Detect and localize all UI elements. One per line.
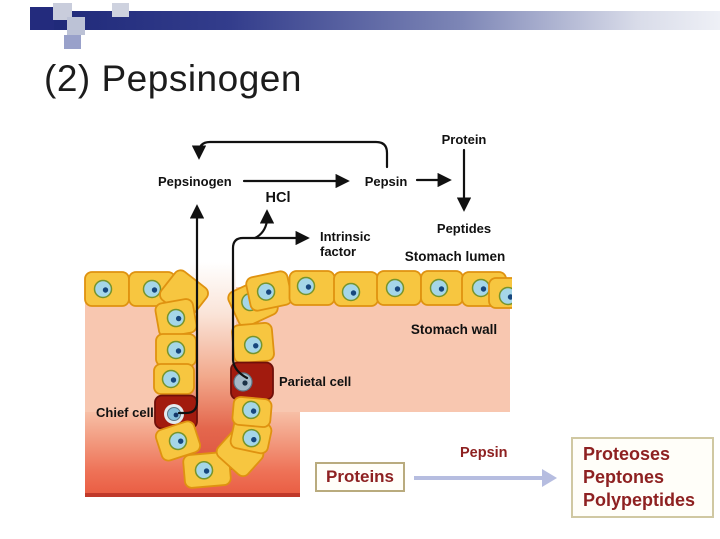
label-stomach-wall: Stomach wall	[411, 322, 497, 337]
cell-nucleus	[241, 400, 261, 420]
epithelial-cell	[182, 451, 232, 489]
cell-nucleus	[164, 404, 184, 424]
label-protein: Protein	[442, 132, 487, 147]
reaction-arrow-head	[542, 469, 557, 487]
epithelial-cells-layer	[84, 269, 512, 489]
label-parietal-cell: Parietal cell	[279, 374, 351, 389]
cell-nucleus	[166, 340, 186, 360]
label-stomach-lumen: Stomach lumen	[405, 249, 506, 264]
deco-square-navy	[30, 7, 54, 30]
label-chief-cell: Chief cell	[96, 405, 154, 420]
label-intrinsic-factor-line1: Intrinsic	[320, 229, 371, 244]
product-peptones: Peptones	[583, 467, 665, 487]
deco-square-light-1	[53, 3, 72, 20]
arrow-parietal-cell-to-intrinsic-factor	[231, 230, 310, 380]
epithelial-cell	[288, 270, 336, 306]
parietal-cell-shape	[230, 361, 274, 401]
epithelial-cell	[376, 270, 422, 306]
cell-nucleus	[194, 461, 214, 480]
slide-title: (2) Pepsinogen	[44, 58, 302, 99]
arrow-pepsin-feedback-to-pepsinogen	[191, 140, 389, 169]
cell-nucleus	[168, 431, 188, 451]
epithelial-cell	[231, 322, 275, 364]
epithelial-cell	[245, 270, 293, 312]
label-hcl: HCl	[266, 190, 291, 206]
products-box: Proteoses Peptones Polypeptides	[571, 437, 714, 518]
deco-square-light-2	[67, 17, 85, 35]
epithelial-cell	[154, 420, 202, 462]
header-gradient-bar	[40, 11, 720, 30]
cell-nucleus	[296, 276, 316, 296]
cell-nucleus	[429, 278, 449, 298]
chief-cell-shape	[154, 394, 198, 430]
label-peptides: Peptides	[437, 221, 491, 236]
deco-square-periwinkle	[64, 35, 81, 49]
cell-nucleus	[256, 282, 276, 301]
proteins-box: Proteins	[315, 462, 405, 492]
label-pepsinogen: Pepsinogen	[158, 174, 232, 189]
epithelial-cell	[84, 271, 130, 307]
cell-nucleus	[385, 278, 405, 298]
label-pepsin: Pepsin	[365, 174, 408, 189]
cell-nucleus	[93, 279, 113, 299]
product-polypeptides: Polypeptides	[583, 490, 696, 510]
epithelial-cell	[420, 270, 464, 306]
epithelial-cell	[153, 363, 195, 395]
epithelial-cell	[488, 277, 512, 309]
diagram-bottom-edge	[85, 493, 300, 497]
cell-nucleus	[243, 335, 263, 355]
epithelial-cell	[154, 298, 198, 338]
product-proteoses: Proteoses	[583, 444, 671, 464]
cell-nucleus	[471, 278, 491, 298]
deco-square-light-3	[112, 3, 129, 17]
cell-nucleus	[142, 279, 162, 299]
cell-nucleus	[242, 428, 261, 448]
cell-nucleus	[161, 369, 181, 389]
arrow-chief-cell-to-pepsinogen	[177, 204, 205, 415]
pepsin-enzyme-label: Pepsin	[460, 445, 508, 461]
label-intrinsic-factor-line2: factor	[320, 244, 356, 259]
epithelial-cell	[333, 271, 379, 307]
epithelial-cell	[231, 396, 273, 428]
reaction-arrow-shaft	[414, 476, 542, 480]
cell-nucleus	[341, 282, 361, 302]
cell-nucleus	[498, 286, 512, 306]
arrow-branch-to-hcl	[253, 209, 275, 240]
cell-nucleus	[166, 308, 186, 328]
epithelial-cell	[155, 333, 197, 367]
